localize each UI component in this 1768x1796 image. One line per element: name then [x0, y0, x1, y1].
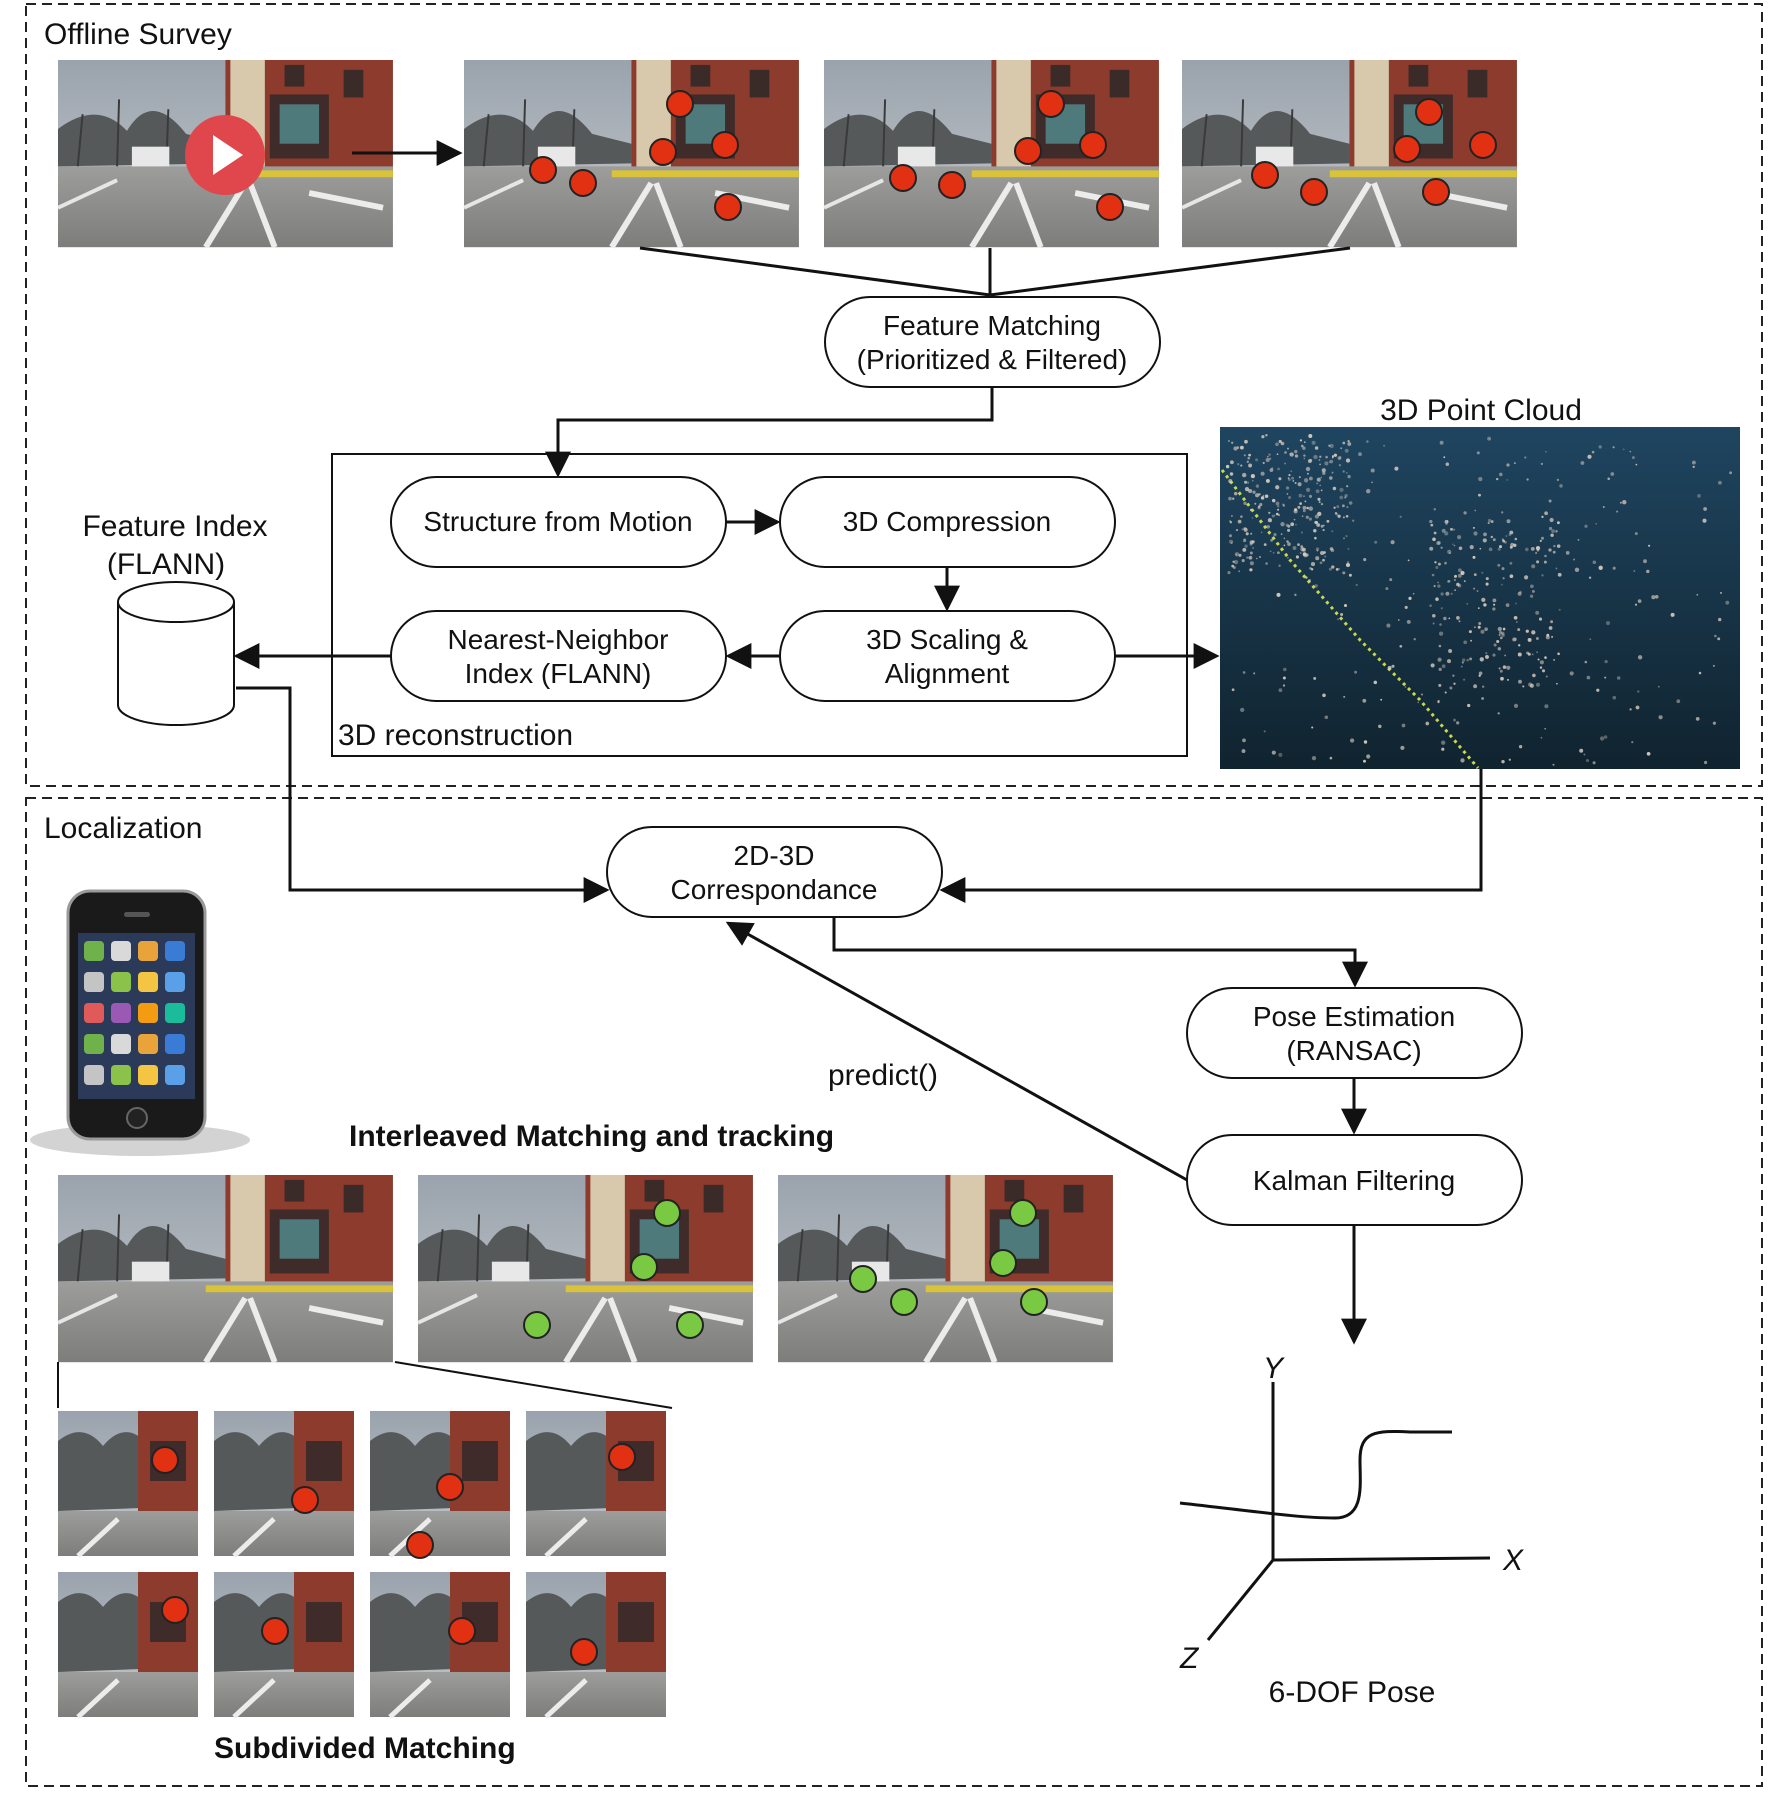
- feature-index-label: Feature Index: [82, 510, 267, 543]
- node-pose-estimation: Pose Estimation (RANSAC): [1186, 987, 1523, 1079]
- node-feature-matching-line-1: Feature Matching: [883, 310, 1101, 341]
- axis-x-label: X: [1502, 1544, 1524, 1577]
- arrow-matching-to-sfm: [545, 388, 994, 478]
- arrow-predict-feedback: [725, 921, 1188, 1182]
- pose-output-label: 6-DOF Pose: [1269, 1676, 1436, 1709]
- arrow-index-to-correspondence: [236, 686, 610, 903]
- pose-axes: Y X Z: [1179, 1352, 1524, 1675]
- node-nn-line-1: Nearest-Neighbor: [448, 624, 669, 655]
- node-correspondence-line-2: Correspondance: [670, 874, 877, 905]
- node-pose-line-2: (RANSAC): [1286, 1035, 1421, 1066]
- axis-y-label: Y: [1263, 1352, 1285, 1385]
- subdivided-grid: [58, 1411, 666, 1717]
- localization-frame: [25, 797, 1763, 1787]
- subdivided-title: Subdivided Matching: [214, 1732, 516, 1765]
- node-nn-line-2: Index (FLANN): [465, 658, 652, 689]
- tracking-frame-3: [778, 1175, 1113, 1362]
- point-cloud-image: [1220, 427, 1740, 769]
- survey-video-frame: [58, 60, 393, 247]
- node-scaling-line-2: Alignment: [885, 658, 1010, 689]
- axis-z-label: Z: [1179, 1642, 1200, 1675]
- node-pose-line-1: Pose Estimation: [1253, 1001, 1455, 1032]
- reconstruction-label: 3D reconstruction: [338, 719, 573, 752]
- offline-survey-frame: [25, 3, 1763, 787]
- node-feature-matching: Feature Matching (Prioritized & Filtered…: [824, 296, 1161, 388]
- node-sfm-label: Structure from Motion: [423, 506, 692, 537]
- node-kalman-filtering: Kalman Filtering: [1186, 1134, 1523, 1226]
- offline-survey-title: Offline Survey: [44, 18, 232, 51]
- merge-lines: [639, 246, 1351, 297]
- localization-title: Localization: [44, 812, 202, 845]
- point-cloud-title: 3D Point Cloud: [1380, 394, 1582, 427]
- node-compression-label: 3D Compression: [843, 506, 1052, 537]
- smartphone-icon: [30, 889, 250, 1156]
- node-correspondence-line-1: 2D-3D: [734, 840, 815, 871]
- node-2d-3d-correspondence: 2D-3D Correspondance: [606, 826, 943, 918]
- interleaved-title: Interleaved Matching and tracking: [349, 1120, 834, 1153]
- reconstruction-box: [331, 453, 1188, 757]
- node-structure-from-motion: Structure from Motion: [390, 476, 727, 568]
- survey-frame-1: [464, 60, 799, 247]
- arrow-pointcloud-to-correspondence: [939, 769, 1483, 903]
- node-feature-matching-line-2: (Prioritized & Filtered): [857, 344, 1128, 375]
- survey-frame-2: [824, 60, 1159, 247]
- predict-label: predict(): [828, 1059, 938, 1092]
- tracking-frame-2: [418, 1175, 753, 1362]
- feature-index-sublabel: (FLANN): [107, 548, 225, 581]
- node-3d-compression: 3D Compression: [779, 476, 1116, 568]
- arrow-correspondence-to-pose: [832, 917, 1368, 988]
- node-3d-scaling-alignment: 3D Scaling & Alignment: [779, 610, 1116, 702]
- node-scaling-line-1: 3D Scaling &: [866, 624, 1028, 655]
- node-kalman-label: Kalman Filtering: [1253, 1165, 1455, 1196]
- node-nearest-neighbor-index: Nearest-Neighbor Index (FLANN): [390, 610, 727, 702]
- tracking-frame-1: [58, 1175, 393, 1362]
- database-icon: [117, 581, 235, 726]
- zoom-line-right: [394, 1361, 673, 1409]
- survey-frame-3: [1182, 60, 1517, 247]
